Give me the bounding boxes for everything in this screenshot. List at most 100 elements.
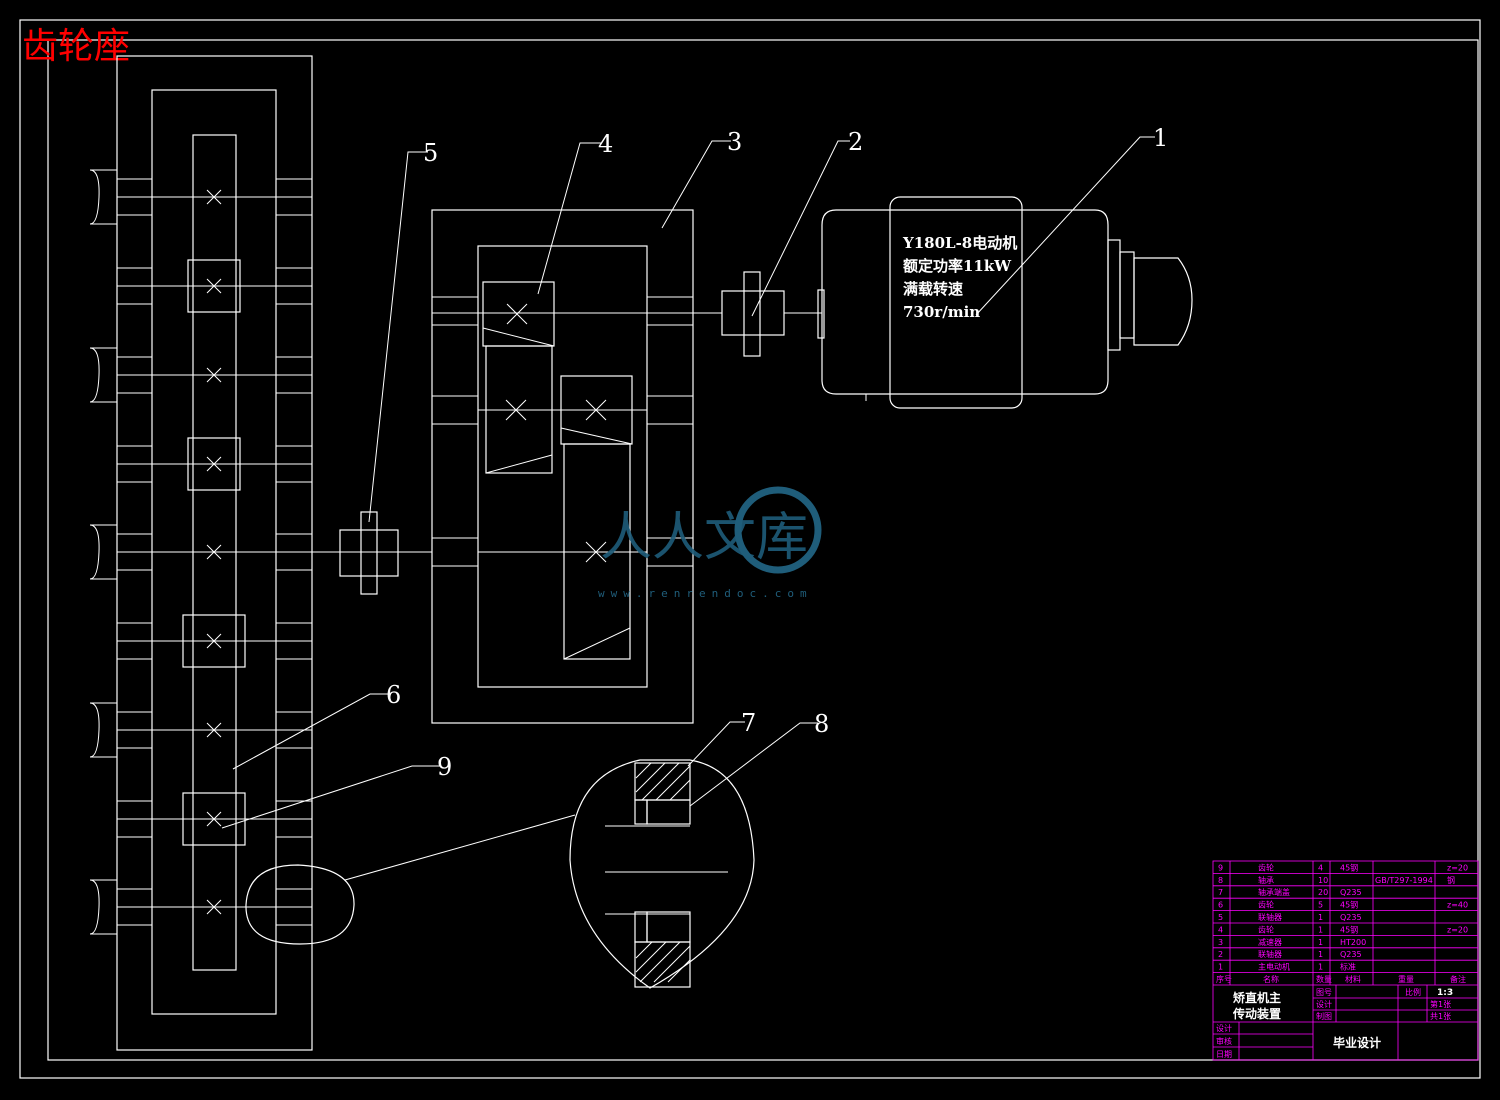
bom-cell-qty: 1: [1318, 963, 1323, 972]
bom-cell-no: 5: [1218, 913, 1223, 922]
tb-scale-label: 比例: [1405, 987, 1421, 997]
bom-cell-qty: 1: [1318, 950, 1323, 959]
callout-5: 5: [423, 139, 438, 167]
bom-cell-material: 45钢: [1340, 924, 1358, 934]
idler-shaft: [117, 800, 312, 838]
motor-speed-label: 满载转速: [903, 280, 963, 298]
tb-sheet: 第1张: [1430, 999, 1451, 1009]
bom-cell-no: 8: [1218, 876, 1223, 885]
bom-row: 3 减速器 1 HT200: [1218, 937, 1366, 947]
bom-header-weight: 重量: [1398, 974, 1414, 984]
callout-6: 6: [386, 681, 401, 709]
motor-speed-value: 730r/min: [903, 303, 980, 321]
bom-row: 1 主电动机 1 标准: [1218, 962, 1356, 972]
roller-shaft: [89, 702, 312, 758]
bom-cell-note: z=40: [1447, 901, 1468, 910]
coupling-2: [721, 271, 822, 357]
leader-lines: [221, 136, 1155, 829]
bom-row: 4 齿轮 1 45钢 z=20: [1218, 924, 1468, 934]
bom-cell-material: Q235: [1340, 913, 1362, 922]
bom-header-note: 备注: [1450, 974, 1466, 984]
bom-cell-no: 3: [1218, 938, 1223, 947]
watermark-text: 人人文库: [600, 508, 808, 568]
tb-designer-label: 设计: [1316, 999, 1332, 1009]
callout-9: 9: [437, 753, 452, 781]
bom-cell-qty: 1: [1318, 913, 1323, 922]
watermark-url: www.renrendoc.com: [598, 587, 813, 600]
bom-cell-no: 7: [1218, 888, 1223, 897]
bom-cell-qty: 10: [1318, 876, 1328, 885]
roller-shaft: [89, 524, 312, 580]
tb-row1: 设计: [1216, 1023, 1232, 1033]
bom-row: 8 轴承 10 GB/T297-1994 钢: [1218, 875, 1455, 885]
bom-cell-material: HT200: [1340, 938, 1366, 947]
tb-row2: 审核: [1216, 1036, 1232, 1046]
bom-cell-name: 齿轮: [1258, 862, 1274, 872]
bom-cell-name: 齿轮: [1258, 900, 1274, 910]
bom-cell-material: 45钢: [1340, 900, 1358, 910]
bom-cell-qty: 5: [1318, 901, 1323, 910]
design-title-line1: 矫直机主: [1233, 990, 1281, 1005]
watermark: 人人文库 www.renrendoc.com: [598, 486, 822, 600]
bom-header-no: 序号: [1216, 974, 1232, 984]
bom-cell-std: GB/T297-1994: [1375, 876, 1433, 885]
bom-cell-note: 钢: [1447, 875, 1455, 885]
roller-shaft: [89, 347, 312, 403]
bom-cell-name: 减速器: [1258, 937, 1282, 947]
bom-header: 序号 名称 数量 材料 重量 备注: [1216, 974, 1466, 984]
bom-cell-material: Q235: [1340, 888, 1362, 897]
bom-cell-material: Q235: [1340, 950, 1362, 959]
drawing-title: 齿轮座: [22, 26, 130, 67]
bom-cell-name: 轴承端盖: [1258, 887, 1290, 897]
callout-7: 7: [741, 709, 756, 737]
bom-header-qty: 数量: [1316, 974, 1332, 984]
coupling-5: [312, 511, 432, 595]
bom-cell-qty: 20: [1318, 888, 1328, 897]
bom-cell-no: 2: [1218, 950, 1223, 959]
idler-shaft: [117, 267, 312, 305]
idler-shaft: [117, 622, 312, 660]
tb-fig-no-label: 图号: [1316, 988, 1332, 997]
bom-cell-no: 9: [1218, 863, 1223, 872]
bom-cell-name: 齿轮: [1258, 924, 1274, 934]
tb-drafter-label: 制图: [1316, 1011, 1332, 1021]
reducer-3: [431, 209, 722, 724]
gear-housing: [89, 55, 313, 1051]
bom-cell-name: 主电动机: [1258, 962, 1290, 972]
title-block: 矫直机主 传动装置 图号 比例 1:3 设计 制图 第1张 共1张 设计 审核 …: [1212, 860, 1479, 1061]
callout-3: 3: [727, 128, 742, 156]
motor-1: Y180L-8电动机 额定功率11kW 满载转速 730r/min: [817, 196, 1193, 409]
bom-header-material: 材料: [1345, 974, 1361, 984]
tb-scale-value: 1:3: [1437, 988, 1453, 998]
bom-cell-no: 4: [1218, 925, 1223, 934]
bom-cell-no: 6: [1218, 901, 1223, 910]
bom-cell-note: z=20: [1447, 925, 1468, 934]
bom-cell-qty: 4: [1318, 863, 1323, 872]
roller-shaft: [89, 169, 312, 225]
callout-1: 1: [1153, 124, 1168, 152]
tb-project: 毕业设计: [1333, 1035, 1381, 1050]
callout-8: 8: [814, 710, 829, 738]
bom-cell-name: 联轴器: [1258, 949, 1282, 959]
bom-cell-qty: 1: [1318, 938, 1323, 947]
callout-4: 4: [598, 130, 613, 158]
bom-cell-qty: 1: [1318, 925, 1323, 934]
bom-cell-note: z=20: [1447, 863, 1468, 872]
design-title-line2: 传动装置: [1232, 1006, 1281, 1021]
tb-total: 共1张: [1430, 1012, 1451, 1021]
bom-cell-material: 标准: [1340, 962, 1356, 972]
motor-model: Y180L-8电动机: [902, 234, 1017, 252]
callout-2: 2: [848, 128, 863, 156]
bom-cell-no: 1: [1218, 963, 1223, 972]
bom-cell-name: 联轴器: [1258, 912, 1282, 922]
bom-cell-name: 轴承: [1258, 875, 1274, 885]
detail-view: [245, 759, 755, 989]
bom-row: 7 轴承端盖 20 Q235: [1218, 887, 1362, 897]
bom-cell-material: 45钢: [1340, 862, 1358, 872]
tb-row3: 日期: [1216, 1050, 1232, 1059]
motor-power: 额定功率11kW: [903, 257, 1012, 275]
outer-border: [19, 19, 1481, 1079]
bom-header-name: 名称: [1263, 974, 1279, 984]
bom-row: 5 联轴器 1 Q235: [1218, 912, 1362, 922]
